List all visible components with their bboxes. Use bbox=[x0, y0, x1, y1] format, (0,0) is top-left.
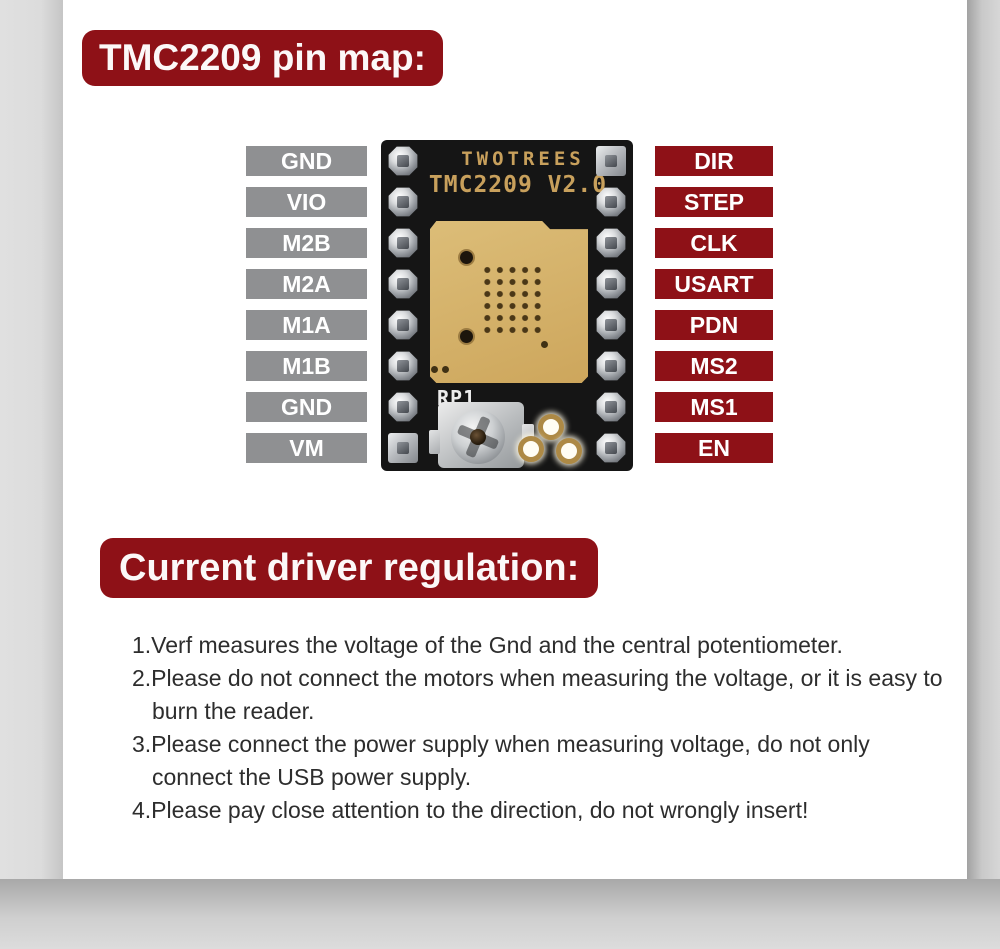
mount-hole-2 bbox=[518, 436, 544, 462]
pin-map-title: TMC2209 pin map: bbox=[82, 30, 443, 86]
pin-label-clk: CLK bbox=[655, 228, 773, 258]
board-pin-left-3 bbox=[388, 228, 418, 258]
mini-via-2 bbox=[431, 366, 438, 373]
via-hole-top bbox=[458, 249, 475, 266]
board-pin-right-1 bbox=[596, 146, 626, 176]
screw-center-hole bbox=[470, 429, 486, 445]
board-brand-text: TWOTREES bbox=[461, 148, 585, 170]
board-pin-left-6 bbox=[388, 351, 418, 381]
board-pin-right-8 bbox=[596, 433, 626, 463]
pin-label-m2a: M2A bbox=[246, 269, 367, 299]
pin-label-m1b: M1B bbox=[246, 351, 367, 381]
board-pin-left-8 bbox=[388, 433, 418, 463]
board-pin-left-1 bbox=[388, 146, 418, 176]
via-dot-grid bbox=[481, 264, 545, 336]
instruction-item-2: 2.Please do not connect the motors when … bbox=[132, 665, 943, 724]
board-pin-right-2 bbox=[596, 187, 626, 217]
board-pin-left-4 bbox=[388, 269, 418, 299]
pin-label-pdn: PDN bbox=[655, 310, 773, 340]
instruction-item-3: 3.Please connect the power supply when m… bbox=[132, 731, 870, 790]
right-shadow bbox=[967, 0, 1000, 879]
board-pin-right-7 bbox=[596, 392, 626, 422]
pin-label-ms2: MS2 bbox=[655, 351, 773, 381]
bottom-shadow bbox=[0, 879, 1000, 949]
mini-via-1 bbox=[541, 341, 548, 348]
board-pin-right-3 bbox=[596, 228, 626, 258]
board-pin-left-7 bbox=[388, 392, 418, 422]
board-pin-left-5 bbox=[388, 310, 418, 340]
pin-label-vio: VIO bbox=[246, 187, 367, 217]
pin-label-m1a: M1A bbox=[246, 310, 367, 340]
pin-label-step: STEP bbox=[655, 187, 773, 217]
pin-label-gnd-bottom: GND bbox=[246, 392, 367, 422]
mini-via-3 bbox=[442, 366, 449, 373]
instruction-item-1: 1.Verf measures the voltage of the Gnd a… bbox=[132, 632, 843, 658]
board-model-text: TMC2209 V2.0 bbox=[428, 172, 608, 198]
pin-label-m2b: M2B bbox=[246, 228, 367, 258]
pin-label-ms1: MS1 bbox=[655, 392, 773, 422]
board-pin-right-5 bbox=[596, 310, 626, 340]
board-pin-right-4 bbox=[596, 269, 626, 299]
pin-label-en: EN bbox=[655, 433, 773, 463]
board-pin-right-6 bbox=[596, 351, 626, 381]
left-gutter bbox=[0, 0, 63, 879]
mount-hole-1 bbox=[538, 414, 564, 440]
board-pin-left-2 bbox=[388, 187, 418, 217]
left-pin-label-column: GND VIO M2B M2A M1A M1B GND VM bbox=[246, 146, 367, 463]
pin-label-dir: DIR bbox=[655, 146, 773, 176]
pin-label-vm: VM bbox=[246, 433, 367, 463]
via-hole-bottom bbox=[458, 328, 475, 345]
pin-label-usart: USART bbox=[655, 269, 773, 299]
right-pin-label-column: DIR STEP CLK USART PDN MS2 MS1 EN bbox=[655, 146, 773, 463]
regulation-title: Current driver regulation: bbox=[100, 538, 599, 598]
potentiometer-screw bbox=[451, 410, 505, 464]
pin-label-gnd-top: GND bbox=[246, 146, 367, 176]
instruction-list: 1.Verf measures the voltage of the Gnd a… bbox=[132, 629, 954, 827]
instruction-item-4: 4.Please pay close attention to the dire… bbox=[132, 797, 809, 823]
tmc2209-board-image: TWOTREES TMC2209 V2.0 RP1 bbox=[381, 140, 633, 471]
potentiometer-tab-left bbox=[429, 430, 440, 454]
mount-hole-3 bbox=[556, 438, 582, 464]
